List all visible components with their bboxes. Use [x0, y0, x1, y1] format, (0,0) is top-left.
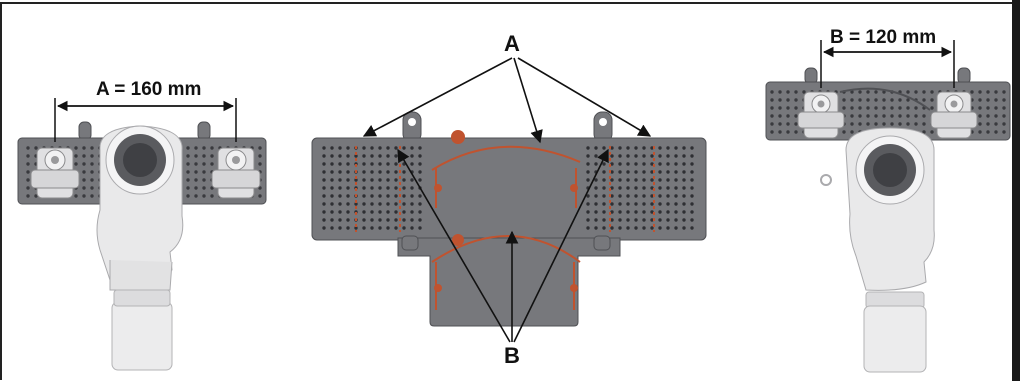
right-valve-b — [930, 91, 978, 139]
dimension-label-a: A = 160 mm — [96, 79, 202, 100]
right-edge-bar — [1012, 0, 1020, 381]
callout-label-b: B — [504, 343, 520, 368]
callout-label-a: A — [504, 31, 520, 56]
callout-arrows-b — [397, 148, 609, 343]
left-valve-b — [797, 91, 845, 139]
left-mixer-unit — [17, 98, 267, 371]
right-valve-a — [211, 147, 261, 199]
left-valve-a — [30, 147, 80, 199]
right-mixer-unit — [765, 40, 1011, 373]
dimension-label-b: B = 120 mm — [830, 27, 937, 48]
callout-arrows-a — [362, 57, 652, 144]
center-mounting-plate — [311, 111, 707, 327]
